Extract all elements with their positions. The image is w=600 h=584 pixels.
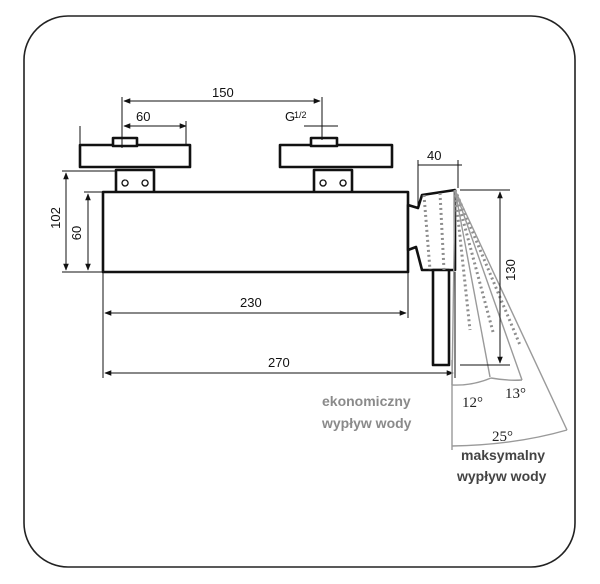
hose-connector	[431, 268, 451, 367]
angle-arcs: 12° 13° 25°	[451, 360, 568, 450]
dim-150-label: 150	[212, 85, 234, 100]
dim-60-top-label: 60	[136, 109, 150, 124]
dim-130-label: 130	[503, 259, 518, 281]
thread-g-label: G	[285, 109, 295, 124]
dimension-270: 270	[102, 272, 456, 378]
max-flow-caption: maksymalny wypływ wody	[456, 447, 547, 484]
thread-fraction-label: 1/2	[294, 110, 307, 120]
right-wall-rosette	[278, 143, 394, 169]
drawing-frame	[23, 15, 576, 568]
dimension-60-side: 60	[69, 191, 103, 271]
dimension-130: 130	[460, 189, 518, 366]
angle-13-label: 13°	[505, 386, 526, 402]
angle-12-label: 12°	[462, 395, 483, 411]
thread-callout: G 1/2	[285, 104, 338, 127]
angle-25-label: 25°	[492, 429, 513, 445]
dim-60-side-label: 60	[69, 226, 84, 240]
dim-102-label: 102	[48, 207, 63, 229]
economy-line-2: wypływ wody	[321, 415, 412, 431]
dim-230-label: 230	[240, 295, 262, 310]
dimension-230: 230	[102, 250, 409, 318]
dimension-40: 40	[417, 148, 462, 205]
dimension-60-top: 60	[79, 109, 187, 146]
dimension-102: 102	[48, 170, 115, 273]
mixer-cylinder	[101, 190, 410, 274]
dim-40-label: 40	[427, 148, 441, 163]
left-wall-rosette	[78, 143, 192, 169]
mixer-body	[78, 136, 457, 367]
dim-270-label: 270	[268, 355, 290, 370]
economy-flow-caption: ekonomiczny wypływ wody	[321, 393, 412, 431]
max-line-2: wypływ wody	[456, 468, 547, 484]
outlet-cap	[406, 188, 457, 272]
max-line-1: maksymalny	[461, 447, 545, 463]
spray-pattern	[422, 189, 568, 431]
economy-line-1: ekonomiczny	[322, 393, 411, 409]
